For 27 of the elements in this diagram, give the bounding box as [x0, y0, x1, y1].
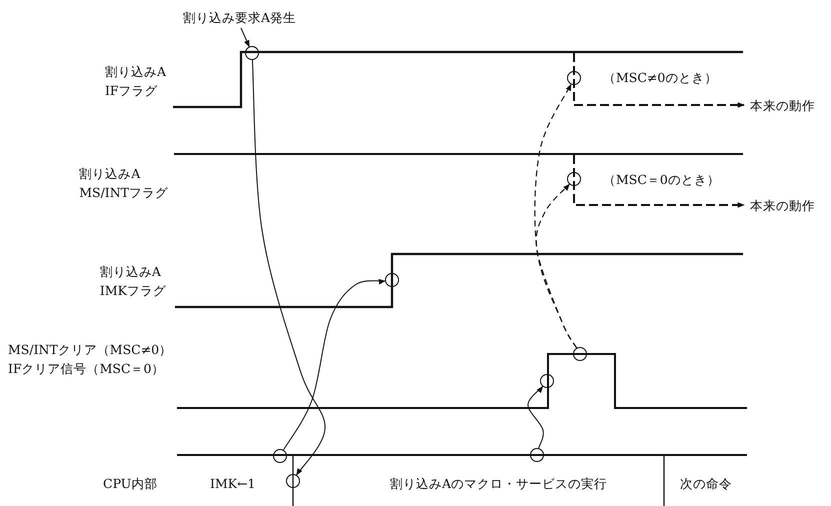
event-circle — [567, 172, 581, 186]
signal-name: 割り込みA MS/INTフラグ — [79, 165, 168, 202]
step-text: IMK←1 — [210, 475, 256, 493]
signal-name: 割り込みA IFフラグ — [104, 63, 166, 100]
action-note: 本来の動作 — [750, 97, 815, 115]
step-text: 割り込みAのマクロ・サービスの実行 — [390, 475, 608, 493]
event-circle — [245, 46, 259, 60]
action-note: 本来の動作 — [750, 197, 815, 215]
event-circle — [273, 449, 287, 463]
arrow — [528, 386, 544, 449]
event-circle — [540, 374, 554, 388]
arrow — [282, 278, 386, 450]
event-label: 割り込み要求A発生 — [183, 9, 296, 27]
arrow — [240, 28, 250, 48]
dashed-arrow — [536, 184, 578, 348]
signal-name: 割り込みA IMKフラグ — [100, 263, 166, 300]
event-circle — [286, 474, 300, 488]
arrow — [252, 60, 326, 476]
event-circle — [530, 448, 544, 462]
signal-name: MS/INTクリア（MSC≠0） IFクリア信号（MSC＝0） — [8, 341, 172, 378]
step-text: 次の命令 — [680, 475, 732, 493]
condition-note: （MSC＝0のとき） — [603, 171, 720, 189]
event-circle — [567, 71, 581, 85]
row-name: CPU内部 — [103, 475, 158, 493]
condition-note: （MSC≠0のとき） — [603, 69, 718, 87]
event-circle — [573, 347, 587, 361]
event-circle — [385, 273, 399, 287]
